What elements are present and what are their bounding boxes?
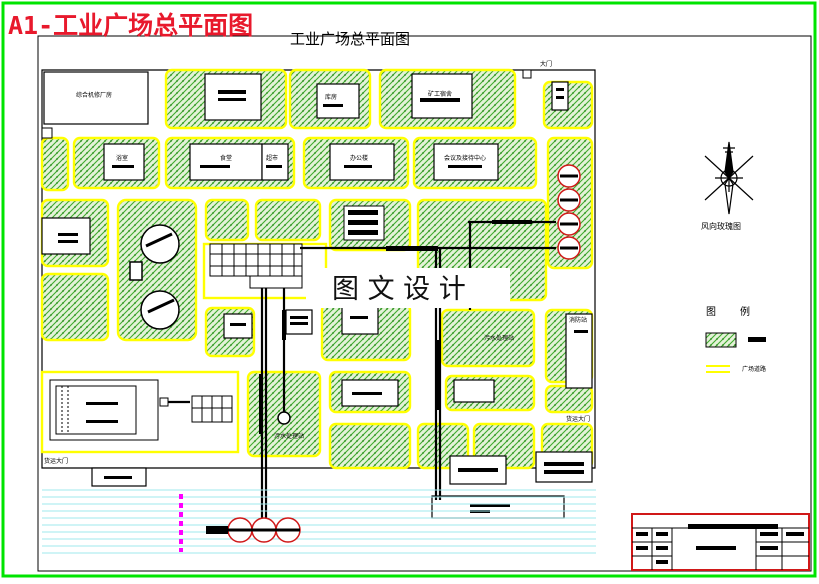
legend (705, 332, 766, 373)
label-row2-building-2: 食堂 (220, 154, 232, 162)
stacked-building (343, 205, 385, 241)
silos-right (557, 164, 581, 260)
corner-tag: A1-工业广场总平面图 (8, 11, 254, 40)
water-channel (42, 489, 596, 554)
label-right-building: 消防站 (569, 316, 587, 324)
gridded-workshop (209, 243, 303, 289)
south-road (40, 370, 240, 454)
long-south-building (49, 379, 159, 441)
title-block (631, 513, 810, 571)
gate-left-marker (41, 127, 53, 139)
legend-title-right: 例 (740, 305, 750, 318)
label-row2-building-3: 超市 (266, 154, 278, 162)
watermark-backdrop (306, 268, 510, 308)
label-gate-top: 大门 (540, 60, 552, 68)
label-pool-2: 污水处理站 (484, 334, 514, 342)
label-row2-building-4: 办公楼 (350, 154, 368, 162)
gate-top-marker (522, 69, 532, 79)
label-pool-1: 污水处理站 (274, 432, 304, 440)
label-gate-left: 货运大门 (44, 457, 68, 465)
drawing-title: 工业广场总平面图 (290, 30, 410, 48)
compass-caption: 风向玫瑰图 (701, 221, 741, 231)
watermark-text: 图 文 设 计 (332, 274, 466, 305)
pump-circle (277, 411, 291, 425)
label-top-building-4: 矿工宿舍 (428, 90, 452, 98)
label-row2-building-5: 会议及接待中心 (444, 154, 486, 162)
compass-rose (704, 141, 754, 215)
label-row2-building-1: 浴室 (116, 154, 128, 162)
legend-line-label: 广场道路 (742, 365, 766, 373)
inner-frame (37, 35, 812, 572)
building-labels: 综合机修厂房 库房 矿工宿舍 浴室 食堂 超市 办公楼 会议及接待中心 大门 货… (44, 60, 590, 465)
silos-bottom (206, 517, 301, 543)
label-top-building-3: 库房 (325, 93, 337, 101)
label-gate-right: 货运大门 (566, 415, 590, 423)
label-top-building-1: 综合机修厂房 (76, 91, 112, 99)
conveyor-heavy-segments (259, 220, 532, 434)
legend-title-left: 图 (706, 306, 716, 318)
buildings (41, 71, 593, 519)
thickener-tanks (129, 224, 180, 330)
small-grid-building (159, 395, 233, 423)
